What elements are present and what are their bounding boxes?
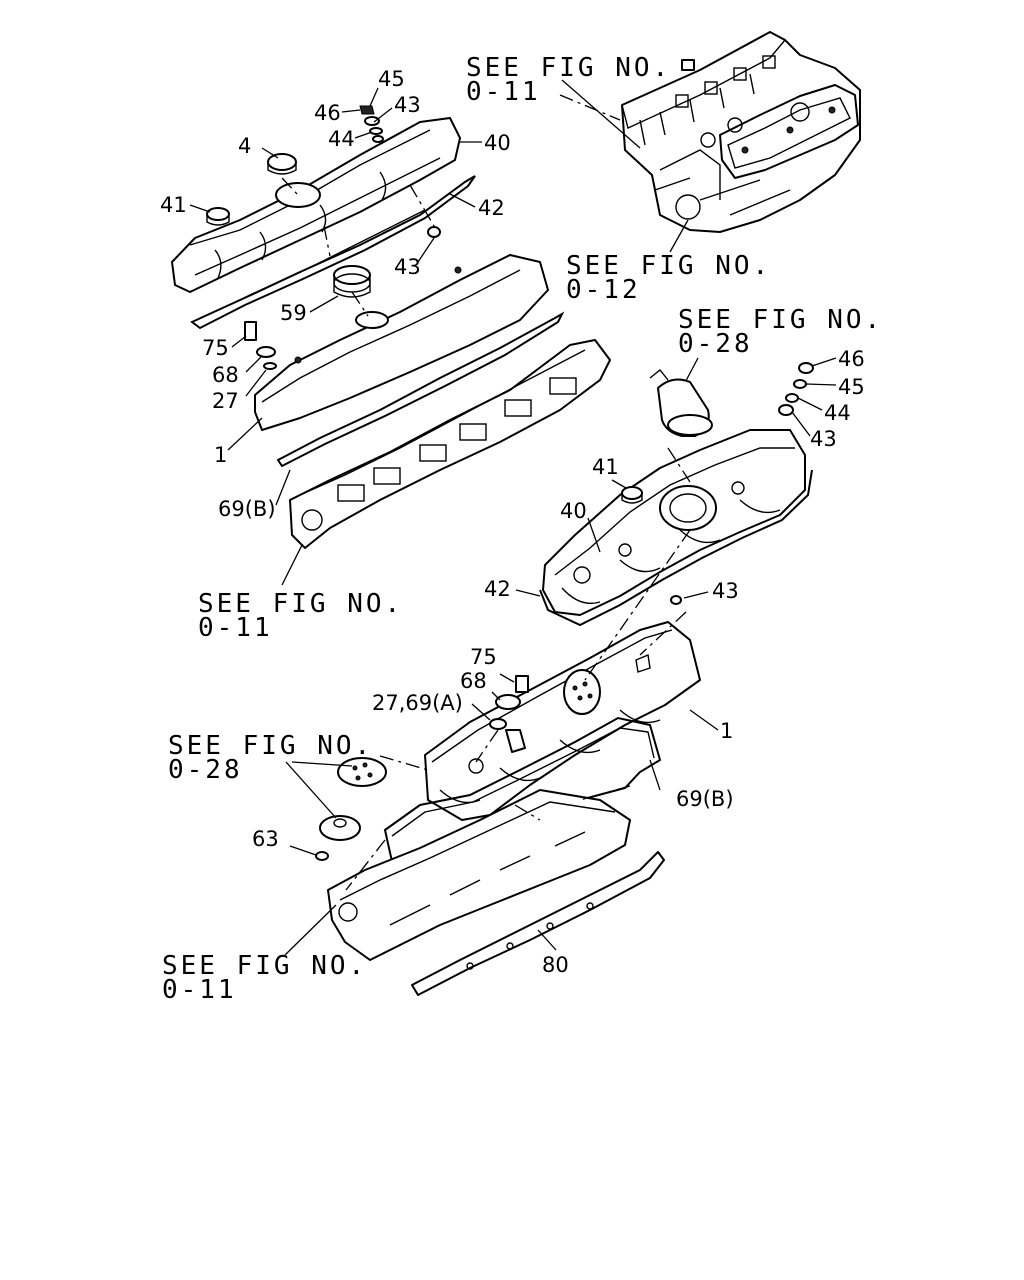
callout-42: 42 (478, 196, 505, 220)
reference-line2: 0-11 (198, 613, 273, 643)
reference-line1: SEE FIG NO. (198, 589, 403, 619)
upper-leader-lines (189, 79, 699, 586)
callout-43: 43 (810, 427, 837, 451)
lower-assembly (315, 362, 814, 996)
callout-43: 43 (712, 579, 739, 603)
callout-44: 44 (824, 401, 851, 425)
reference-line2: 0-11 (162, 975, 237, 1005)
reference-line1: SEE FIG NO. (466, 53, 671, 83)
reference-line2: 0-12 (566, 275, 641, 305)
callout-69b: 69(B) (218, 497, 276, 521)
callout-46: 46 (314, 101, 341, 125)
callout-68: 68 (212, 363, 239, 387)
lower-callouts: 46 45 44 43 41 40 42 43 75 68 27,69(A) 1… (252, 347, 865, 977)
grommet-4 (267, 153, 297, 171)
callout-80: 80 (542, 953, 569, 977)
callout-4: 4 (238, 134, 251, 158)
valve-cover-1-lower (424, 621, 701, 821)
callout-63: 63 (252, 827, 279, 851)
callout-75: 75 (470, 645, 497, 669)
cylinder-head (289, 339, 611, 549)
reference-line1: SEE FIG NO. (678, 305, 883, 335)
reference-line2: 0-28 (678, 329, 753, 359)
callout-1: 1 (720, 719, 733, 743)
callout-44: 44 (328, 127, 355, 151)
upper-callouts: 45 46 43 44 4 40 41 42 43 59 75 68 27 1 … (160, 67, 511, 521)
reference-line2: 0-11 (466, 77, 541, 107)
reference-line1: SEE FIG NO. (168, 731, 373, 761)
callout-41: 41 (592, 455, 619, 479)
callout-41: 41 (160, 193, 187, 217)
reference-line1: SEE FIG NO. (566, 251, 771, 281)
callout-46: 46 (838, 347, 865, 371)
upper-assembly (171, 105, 611, 549)
callout-27-69a: 27,69(A) (372, 691, 463, 715)
callout-42: 42 (484, 577, 511, 601)
callout-43: 43 (394, 93, 421, 117)
callout-68: 68 (460, 669, 487, 693)
callout-43: 43 (394, 255, 421, 279)
callout-75: 75 (202, 336, 229, 360)
reference-line2: 0-28 (168, 755, 243, 785)
callout-45: 45 (378, 67, 405, 91)
reference-line1: SEE FIG NO. (162, 951, 367, 981)
gasket-80 (411, 851, 665, 996)
rocker-cover-40 (171, 117, 461, 293)
figure-references: SEE FIG NO. 0-11 SEE FIG NO. 0-12 SEE FI… (162, 53, 883, 1005)
callout-1: 1 (214, 443, 227, 467)
callout-27: 27 (212, 389, 239, 413)
lower-leader-lines (284, 357, 837, 956)
callout-45: 45 (838, 375, 865, 399)
engine-block-illustration (621, 31, 861, 233)
callout-40: 40 (560, 499, 587, 523)
callout-69b: 69(B) (676, 787, 734, 811)
gasket-69b (276, 311, 565, 468)
callout-59: 59 (280, 301, 307, 325)
callout-40: 40 (484, 131, 511, 155)
